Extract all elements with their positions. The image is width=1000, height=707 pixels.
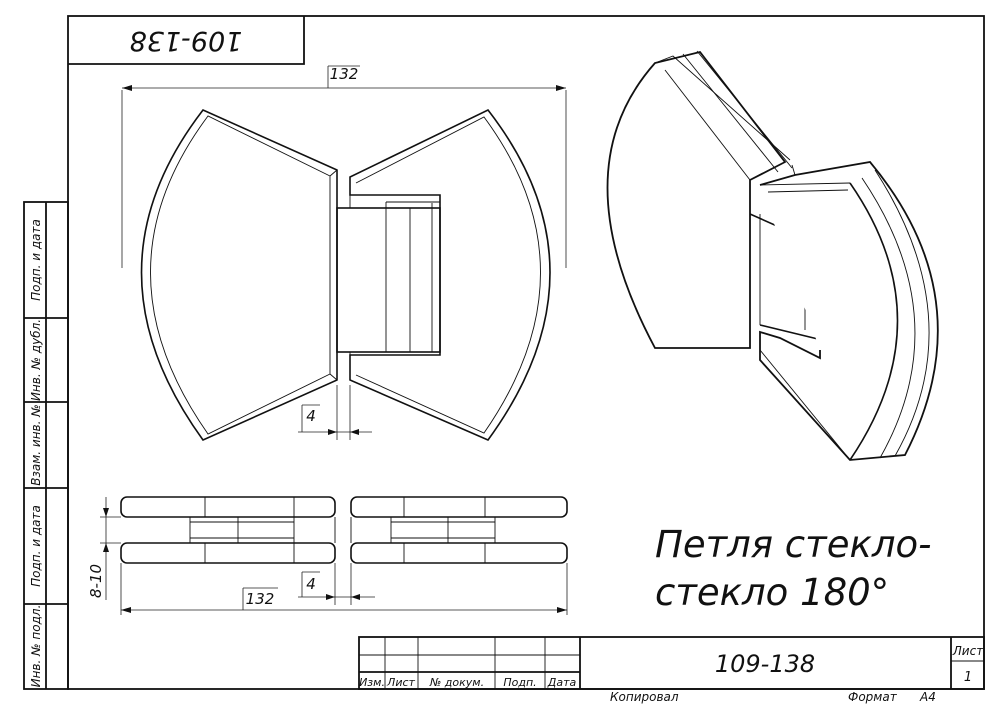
side-label-2: Инв. № дубл.	[29, 319, 43, 401]
side-label-3: Взам. инв. №	[29, 404, 43, 485]
front-dimensions: 132 4	[121, 65, 567, 440]
product-title-line1: Петля стекло-	[655, 523, 931, 566]
title-block	[358, 636, 985, 690]
isometric-view	[606, 50, 939, 461]
side-label-1: Подп. и дата	[29, 219, 43, 301]
col-sign: Подп.	[503, 676, 536, 689]
side-width-label: 132	[246, 590, 275, 608]
top-stamp-box	[68, 16, 305, 65]
format-label: Формат	[848, 690, 898, 704]
designation: 109-138	[715, 650, 815, 678]
col-list: Лист	[386, 676, 415, 689]
side-gap-label: 4	[306, 575, 316, 593]
col-doc: № докум.	[429, 676, 484, 689]
top-stamp-text: 109-138	[130, 25, 243, 56]
front-view	[140, 108, 551, 441]
format-value: A4	[919, 690, 936, 704]
side-column: Подп. и дата Инв. № дубл. Взам. инв. № П…	[23, 201, 69, 690]
col-izm: Изм.	[359, 676, 385, 689]
sheet-label: Лист	[952, 644, 984, 658]
sheet-number: 1	[964, 670, 972, 685]
product-title-line2: стекло 180°	[655, 571, 889, 614]
side-label-4: Подп. и дата	[29, 505, 43, 587]
side-view	[120, 496, 568, 564]
side-dimensions: 8-10 132 4	[87, 497, 568, 615]
col-date: Дата	[547, 676, 577, 689]
side-thickness-label: 8-10	[87, 564, 105, 598]
front-gap-label: 4	[306, 407, 316, 425]
copied-label: Копировал	[610, 690, 679, 704]
side-label-5: Инв. № подл.	[29, 605, 43, 688]
front-width-label: 132	[330, 65, 359, 83]
